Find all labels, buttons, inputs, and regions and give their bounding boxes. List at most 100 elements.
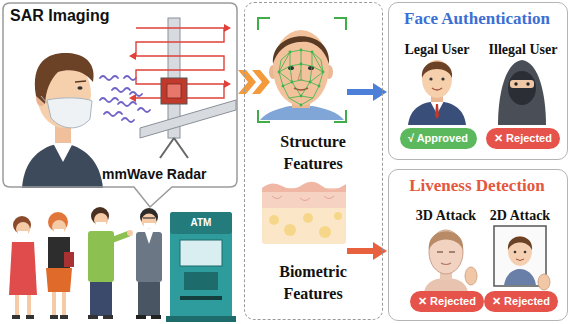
radar-rail <box>129 94 136 102</box>
photo-attack <box>494 226 546 286</box>
queue-people <box>94 213 108 227</box>
queue-people <box>142 214 157 229</box>
queue-people <box>127 230 133 236</box>
queue-people <box>144 223 155 228</box>
panel-title: Face Authentication <box>404 9 550 29</box>
radar-waves <box>100 98 118 102</box>
chevron-arrow <box>238 70 270 94</box>
face-mesh <box>334 110 346 122</box>
radar-rail <box>140 100 236 138</box>
attack-label: 2D Attack <box>490 208 550 224</box>
face-mesh <box>291 81 294 84</box>
face-mesh <box>282 85 285 88</box>
skin-layers <box>262 182 346 244</box>
photo-attack <box>514 251 517 254</box>
face-mesh <box>278 49 325 107</box>
atm-machine <box>180 296 222 300</box>
skin-layers <box>334 212 342 220</box>
photo-attack <box>524 251 527 254</box>
mask-attack-face <box>441 263 451 265</box>
face-mesh <box>289 51 292 54</box>
radar-rail <box>129 18 236 158</box>
radar-waves <box>138 108 150 112</box>
atm-machine <box>180 240 222 266</box>
queue-people <box>88 315 98 319</box>
masked-person <box>22 53 103 188</box>
queue-people <box>27 295 31 316</box>
radar-waves <box>124 76 136 80</box>
queue-people <box>46 268 72 292</box>
face-mesh <box>322 71 325 74</box>
masked-person <box>41 96 47 103</box>
face-mesh <box>290 52 301 96</box>
panel-title: SAR Imaging <box>10 7 110 25</box>
face-mesh <box>279 50 323 105</box>
face-mesh <box>300 49 303 52</box>
masked-person <box>77 86 82 90</box>
face-mesh <box>258 18 346 122</box>
face-mesh <box>273 30 329 106</box>
masked-person <box>53 143 73 162</box>
atm-machine <box>170 212 232 234</box>
mask-attack-face <box>424 230 477 292</box>
legal-user-face <box>408 101 466 125</box>
mask-attack-face <box>465 267 477 285</box>
status-text: ✕ Rejected <box>486 128 560 149</box>
queue-people <box>18 231 28 236</box>
flow-arrow <box>347 242 387 260</box>
queue-people <box>151 315 161 319</box>
face-mesh <box>301 50 302 80</box>
flow-arrow <box>347 83 387 101</box>
radar-waves <box>104 112 122 116</box>
queue-people <box>9 242 37 295</box>
result-panel: Liveness Detection ✕ Rejected✕ Rejected <box>388 169 568 321</box>
face-mesh <box>300 63 303 66</box>
queue-people <box>62 292 66 316</box>
radar-rail <box>161 78 187 104</box>
face-mesh <box>318 85 321 88</box>
illegal-user-face <box>508 71 536 105</box>
queue-people <box>16 222 30 236</box>
status-badge: ✕ Rejected <box>484 291 558 312</box>
result-panel: Face Authentication√ Approved✕ Rejected <box>388 2 568 160</box>
masked-person <box>35 53 94 104</box>
status-badge: ✕ Rejected <box>486 128 560 149</box>
legal-user-face <box>432 88 442 90</box>
status-text: ✕ Rejected <box>484 291 558 312</box>
imaging-panel: SAR ImagingmmWave Radar <box>2 2 238 188</box>
atm-machine <box>166 316 236 322</box>
status-badge: ✕ Rejected <box>410 291 484 312</box>
legal-user-face <box>429 77 432 80</box>
face-mesh <box>258 110 270 122</box>
face-mesh <box>334 18 346 30</box>
atm-machine <box>166 212 236 322</box>
arrow-head <box>373 83 387 101</box>
legal-user-face <box>435 104 439 119</box>
radar-rail <box>174 138 188 158</box>
feature-box: Structure FeaturesBiometric Features <box>244 2 383 320</box>
photo-attack <box>504 269 536 285</box>
radar-rail <box>136 28 224 98</box>
skin-layers <box>269 215 279 225</box>
photo-attack <box>516 259 524 261</box>
legal-user-face <box>422 62 452 79</box>
face-mesh <box>258 18 346 122</box>
illegal-user-face <box>514 82 517 85</box>
radar-rail <box>224 24 231 32</box>
queue-people <box>26 315 34 319</box>
radar-waves <box>122 118 134 122</box>
feature-label: Structure Features <box>261 131 365 175</box>
user-label: Legal User <box>405 42 470 58</box>
mask-attack-face <box>437 251 455 252</box>
face-mesh <box>298 70 303 80</box>
photo-attack <box>538 274 550 290</box>
panel-title: Liveness Detection <box>409 176 545 196</box>
callout-outline <box>2 2 238 214</box>
face-mesh <box>300 104 303 107</box>
radar-waves <box>112 88 130 92</box>
illegal-user-face <box>498 60 546 125</box>
skin-layers <box>284 224 296 236</box>
illegal-user-face <box>510 80 534 88</box>
photo-attack <box>508 236 532 266</box>
chevron <box>238 70 256 94</box>
